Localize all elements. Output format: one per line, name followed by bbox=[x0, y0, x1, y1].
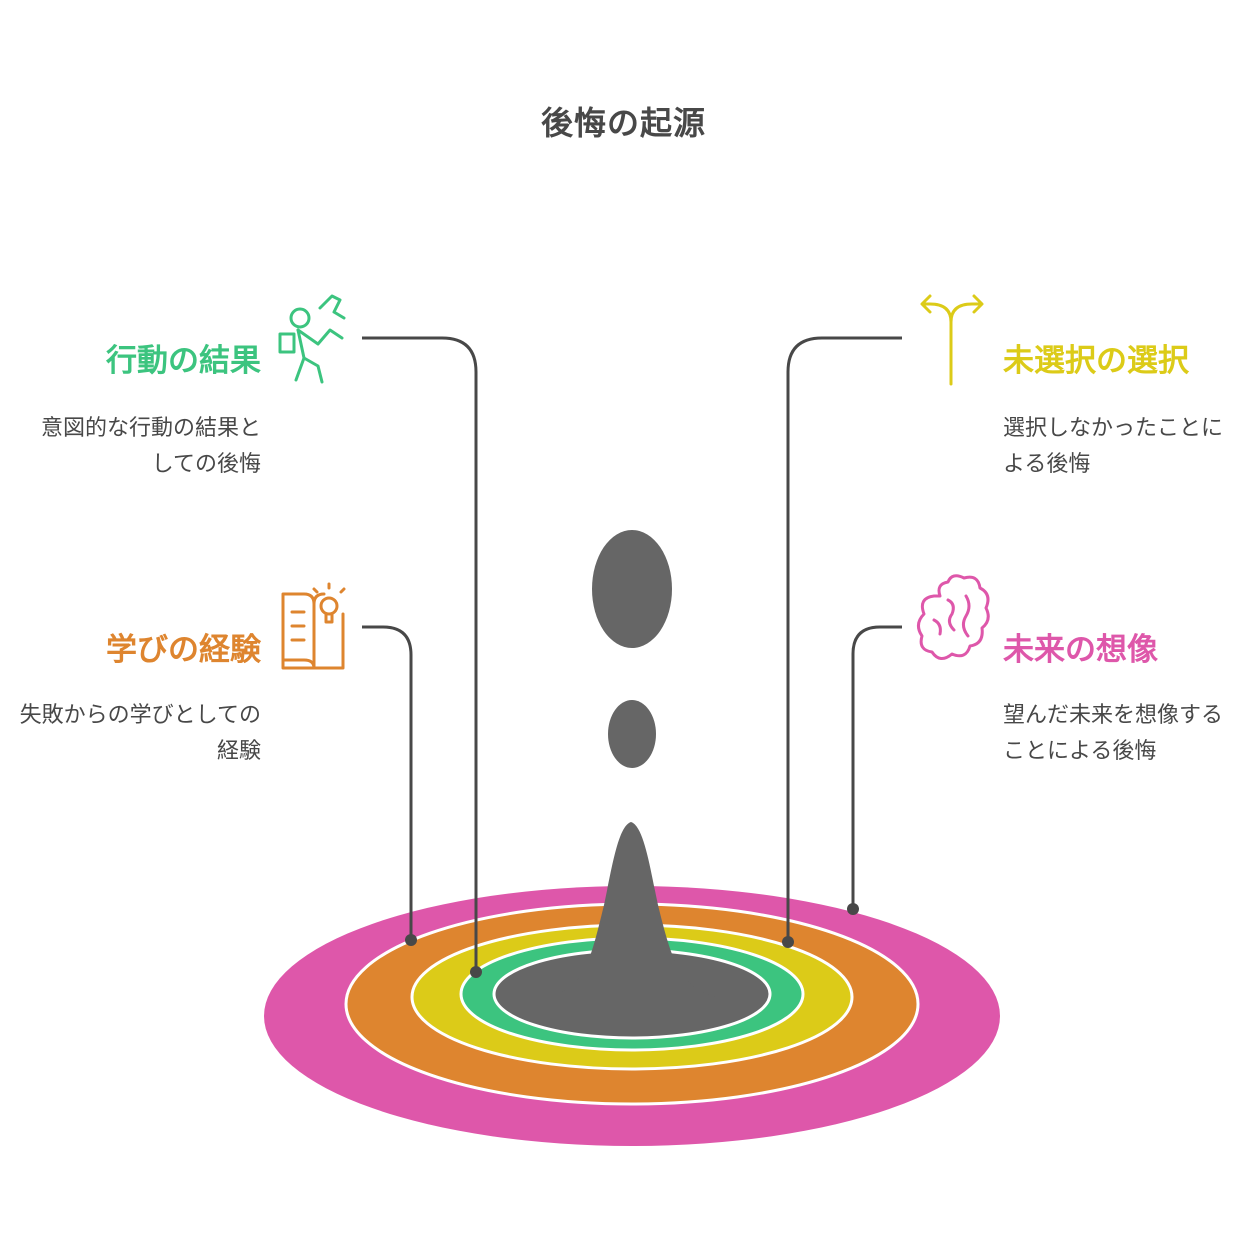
desc-future-imagination: 望んだ未来を想像する ことによる後悔 bbox=[1003, 703, 1224, 764]
label-action-result: 行動の結果 bbox=[106, 343, 261, 379]
page-title: 後悔の起源 bbox=[540, 104, 706, 142]
connector-learning bbox=[362, 625, 413, 940]
connector-unchosen bbox=[786, 336, 902, 942]
connector-dot-learning bbox=[405, 934, 417, 946]
splash-peak bbox=[548, 822, 716, 997]
label-unchosen-choice: 未選択の選択 bbox=[1003, 343, 1189, 379]
connector-future bbox=[851, 625, 902, 909]
fork-arrows-icon bbox=[920, 294, 984, 386]
book-lightbulb-icon bbox=[281, 582, 346, 670]
droplet-large bbox=[592, 530, 672, 648]
connector-action-result bbox=[362, 336, 478, 972]
label-future-imagination: 未来の想像 bbox=[1003, 632, 1158, 668]
connector-dot-unchosen bbox=[782, 936, 794, 948]
running-person-icon bbox=[278, 294, 346, 384]
connector-dot-action-result bbox=[470, 966, 482, 978]
connector-dot-future bbox=[847, 903, 859, 915]
label-learning-experience: 学びの経験 bbox=[106, 632, 261, 668]
desc-unchosen-choice: 選択しなかったことに よる後悔 bbox=[1003, 416, 1224, 477]
desc-learning-experience: 失敗からの学びとしての 経験 bbox=[19, 703, 261, 764]
desc-action-result: 意図的な行動の結果と しての後悔 bbox=[40, 416, 261, 477]
connectors bbox=[362, 336, 902, 972]
droplet-small bbox=[608, 700, 656, 768]
brain-icon bbox=[917, 574, 990, 660]
